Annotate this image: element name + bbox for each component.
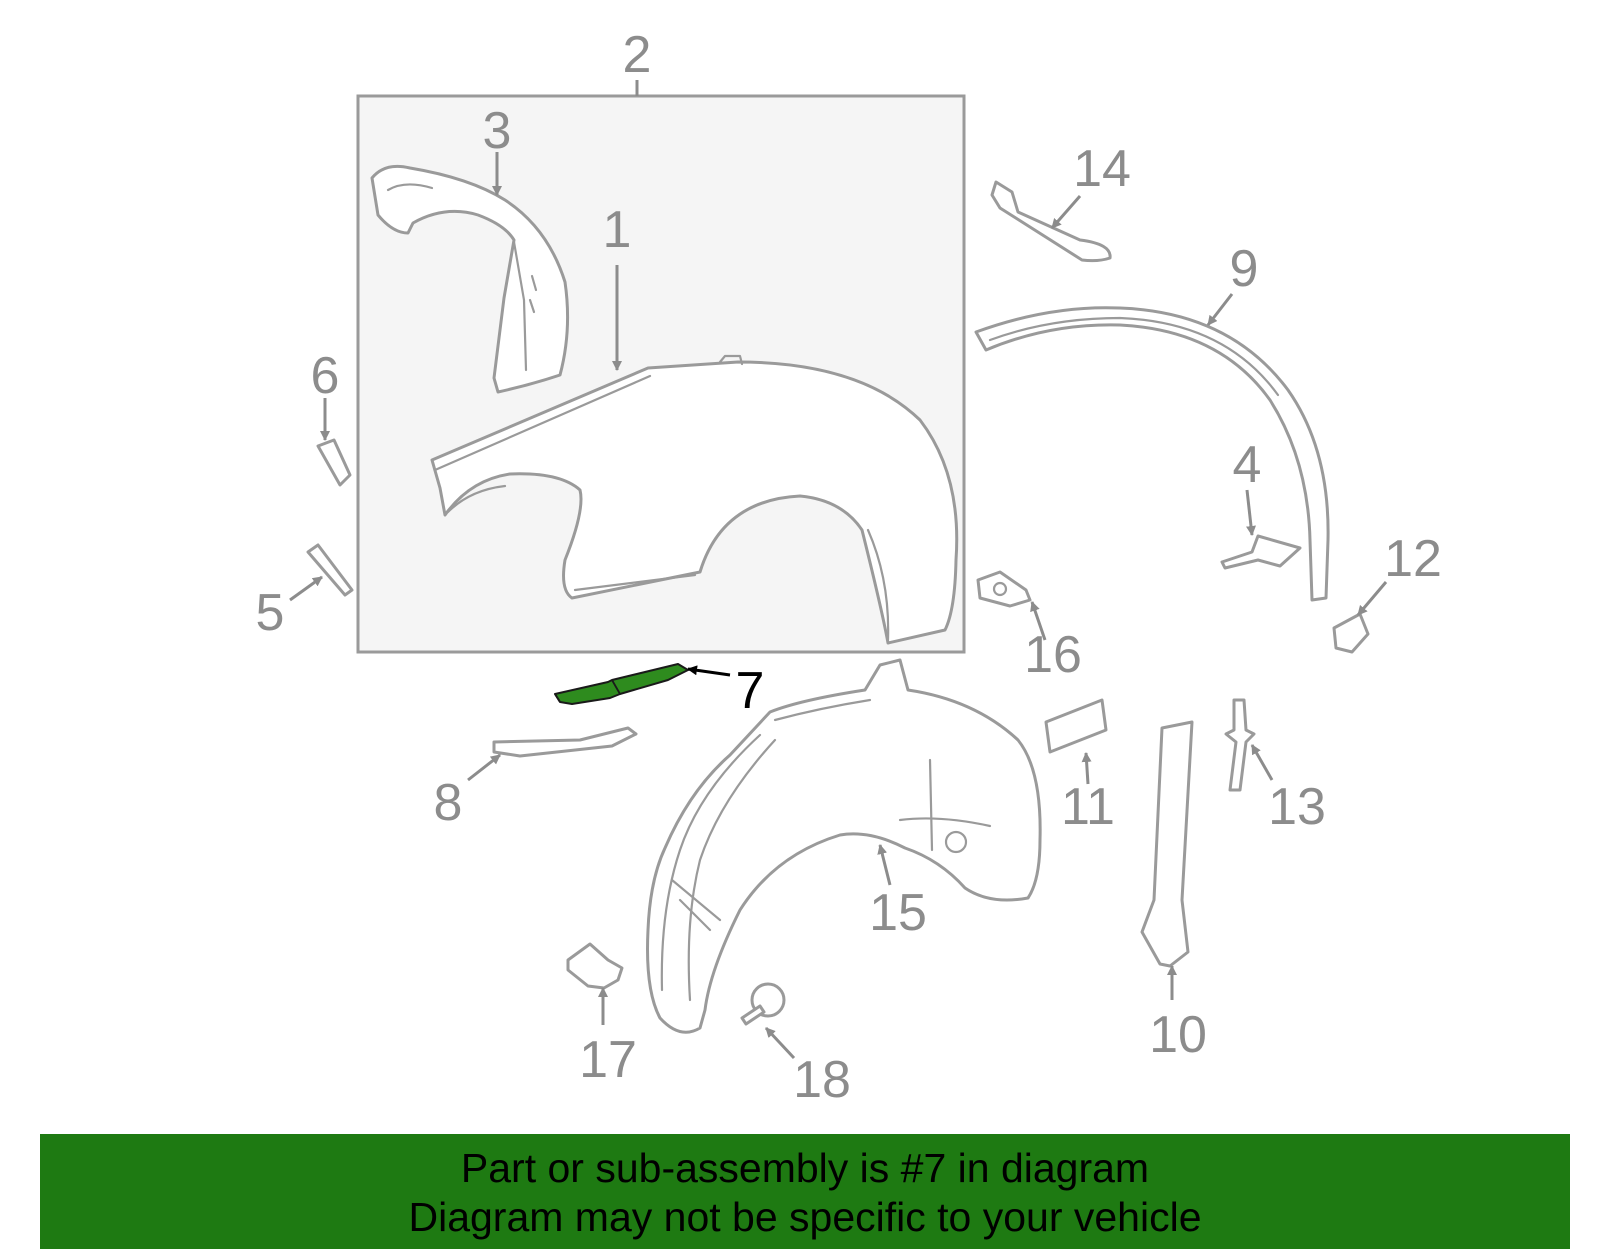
leader-9 [1206, 293, 1234, 326]
part-11-pad [1044, 698, 1108, 754]
leader-12 [1356, 581, 1388, 616]
callout-11: 11 [1061, 778, 1115, 836]
part-15-wheelhouse-liner [646, 658, 1042, 1034]
callout-3: 3 [483, 102, 512, 160]
callout-10: 10 [1149, 1006, 1207, 1064]
leader-7 [687, 665, 731, 677]
callout-12: 12 [1384, 530, 1442, 588]
part-1-fender [430, 354, 959, 645]
callout-17: 17 [579, 1031, 637, 1089]
part-5-bracket [306, 543, 354, 597]
callout-18: 18 [793, 1051, 851, 1109]
callout-4: 4 [1233, 436, 1262, 494]
callout-9: 9 [1230, 240, 1259, 298]
callout-1: 1 [603, 201, 632, 259]
banner-line-2: Diagram may not be specific to your vehi… [408, 1194, 1202, 1240]
callout-7: 7 [736, 662, 765, 720]
leader-8 [467, 753, 501, 782]
callout-8: 8 [434, 774, 463, 832]
part-18-screw [740, 982, 786, 1026]
part-17-clip [566, 942, 624, 990]
callout-2: 2 [623, 26, 652, 84]
part-4-clip [1220, 534, 1302, 570]
part-8-strip [492, 726, 638, 758]
callout-5: 5 [256, 584, 285, 642]
leader-15 [877, 844, 892, 886]
leader-5 [289, 575, 323, 602]
callout-14: 14 [1073, 140, 1131, 198]
part-6-clip [316, 438, 352, 487]
leader-16 [1030, 601, 1047, 641]
part-7-highlighted [554, 663, 689, 705]
part-12-nut [1332, 612, 1370, 654]
part-10-molding [1140, 720, 1194, 968]
part-13-pushpin [1224, 698, 1256, 792]
leader-11 [1081, 752, 1092, 785]
leader-13 [1250, 744, 1274, 781]
part-16-clip [976, 570, 1032, 608]
callout-16: 16 [1024, 626, 1082, 684]
callout-13: 13 [1268, 778, 1326, 836]
callout-6: 6 [311, 347, 340, 405]
part-14-bracket [990, 180, 1112, 263]
callout-15: 15 [869, 884, 927, 942]
leader-14 [1050, 195, 1082, 229]
leader-4 [1245, 489, 1256, 536]
part-3-fender-liner [370, 164, 570, 394]
leader-18 [764, 1026, 796, 1060]
info-banner: Part or sub-assembly is #7 in diagram Di… [40, 1134, 1570, 1249]
part-9-wheel-flare [974, 306, 1330, 602]
banner-line-1: Part or sub-assembly is #7 in diagram [460, 1145, 1150, 1191]
